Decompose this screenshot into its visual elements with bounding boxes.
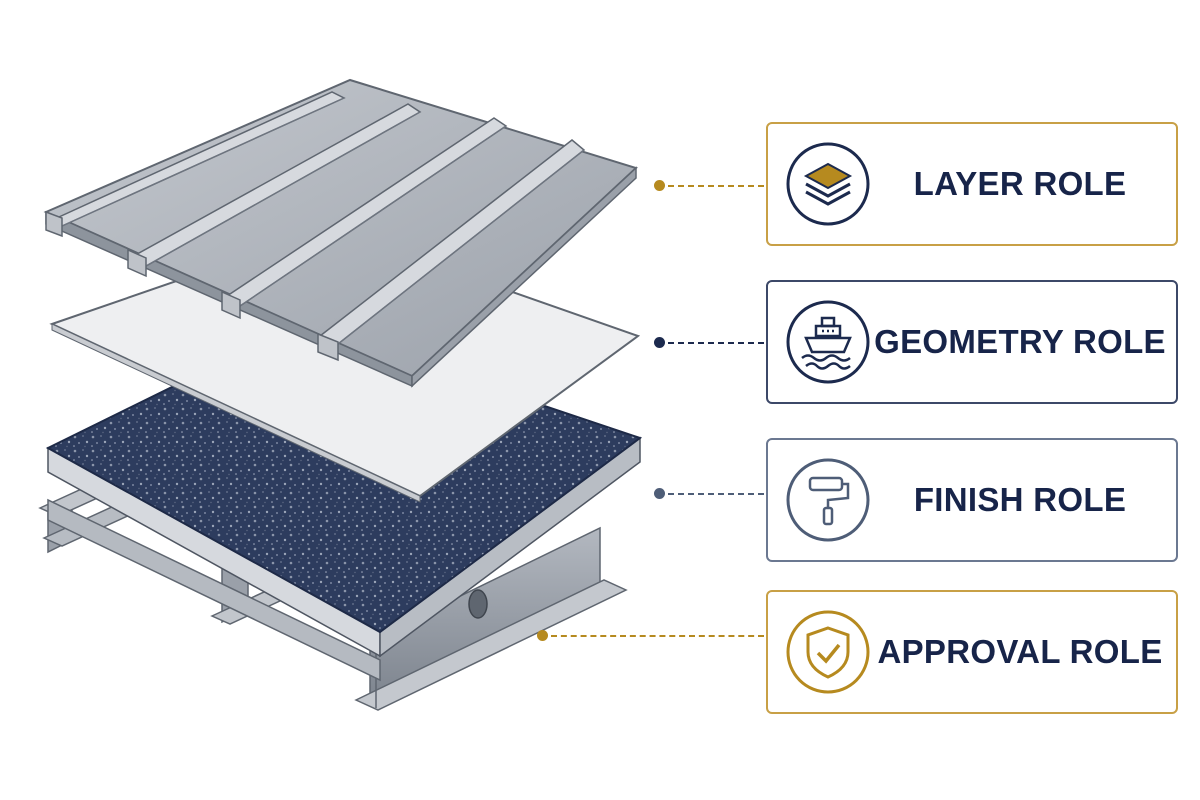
connector-line-layer bbox=[668, 185, 764, 187]
role-label-layer: LAYER ROLE bbox=[913, 165, 1127, 202]
role-card-geometry: GEOMETRY ROLE bbox=[766, 280, 1178, 404]
metal-roof-panel bbox=[43, 78, 638, 388]
connector-dot-layer bbox=[654, 180, 665, 191]
ship-icon bbox=[784, 298, 872, 386]
connector-dot-geometry bbox=[654, 337, 665, 348]
role-label-finish: FINISH ROLE bbox=[913, 481, 1127, 518]
role-card-finish: FINISH ROLE bbox=[766, 438, 1178, 562]
connector-dot-finish bbox=[654, 488, 665, 499]
connector-line-approval bbox=[551, 635, 764, 637]
paint-roller-icon bbox=[784, 456, 872, 544]
steel-i-beams bbox=[38, 475, 628, 711]
connector-dot-approval bbox=[537, 630, 548, 641]
role-card-approval: APPROVAL ROLE bbox=[766, 590, 1178, 714]
connector-line-geometry bbox=[668, 342, 764, 344]
shield-check-icon bbox=[784, 608, 872, 696]
role-label-geometry: GEOMETRY ROLE bbox=[874, 323, 1166, 360]
connector-line-finish bbox=[668, 493, 764, 495]
role-card-layer: LAYER ROLE bbox=[766, 122, 1178, 246]
role-label-approval: APPROVAL ROLE bbox=[877, 633, 1163, 670]
assembly-illustration bbox=[38, 78, 643, 711]
layers-icon bbox=[784, 140, 872, 228]
